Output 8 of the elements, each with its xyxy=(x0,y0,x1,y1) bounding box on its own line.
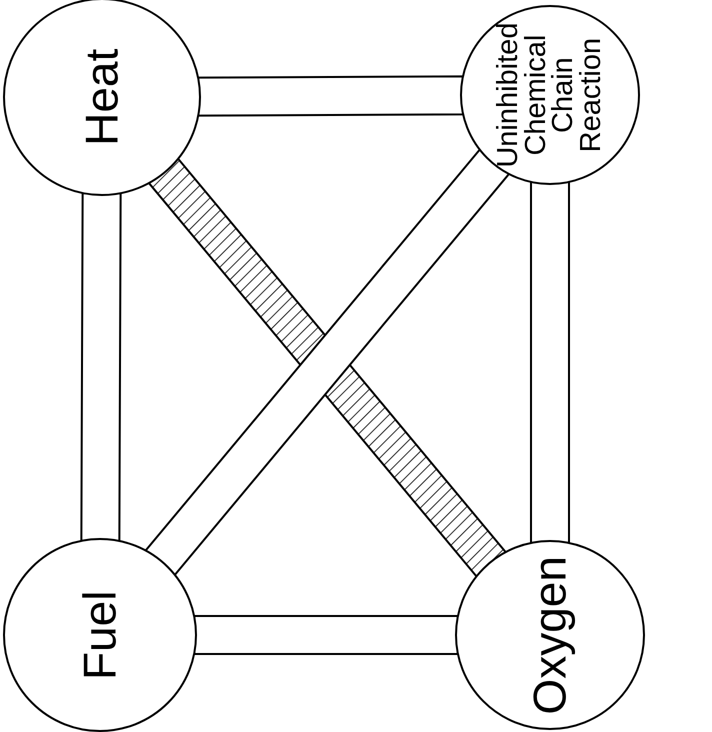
double-line-connector xyxy=(80,192,122,542)
node-label: Oxygen xyxy=(524,554,576,716)
double-line-connector xyxy=(197,75,464,117)
node-label: Heat xyxy=(76,47,128,148)
double-line-connector xyxy=(193,615,459,655)
node-label: Uninhibited Chemical Chain Reaction xyxy=(494,21,606,170)
node-label: Fuel xyxy=(74,589,126,682)
double-line-connector xyxy=(530,180,570,544)
